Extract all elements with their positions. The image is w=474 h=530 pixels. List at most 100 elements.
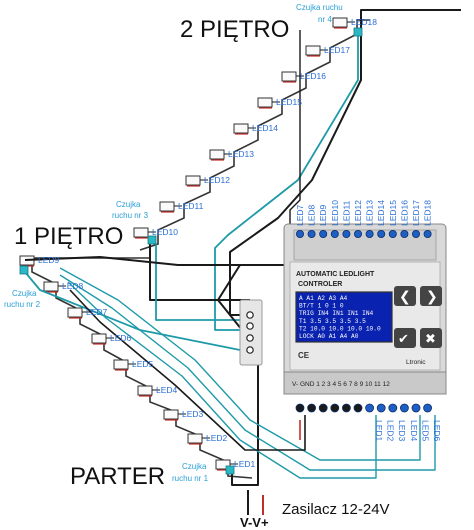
bottom-terminal-screw-7	[365, 403, 375, 413]
top-terminal-label-7: LED13	[365, 200, 375, 226]
led-label-3: LED3	[182, 409, 204, 419]
led-strip-body	[257, 97, 273, 108]
top-terminal-screw-9	[388, 229, 397, 238]
arrow-left-icon: ❮	[399, 289, 411, 305]
led-strip-10	[133, 227, 156, 239]
led-strip-15	[257, 97, 280, 109]
motion-sensors	[19, 27, 363, 475]
bottom-terminal-label-3: LED3	[397, 420, 407, 442]
bottom-terminal-screw-6	[353, 403, 363, 413]
led-strip-body	[159, 201, 175, 212]
sensor-2-icon	[19, 265, 29, 275]
wire-led-bundle-3	[67, 281, 377, 479]
sensor-2-line1: Czujka	[12, 289, 37, 298]
sensor-4-label: Czujka ruchu nr 4	[296, 3, 343, 24]
top-terminal-label-2: LED8	[307, 204, 317, 226]
staircase-upper	[139, 19, 370, 251]
led-label-5: LED5	[132, 359, 154, 369]
wire-top-black	[289, 30, 301, 225]
bottom-terminal-label-1: LED1	[374, 420, 384, 442]
bottom-terminal-label-2: LED2	[386, 420, 396, 442]
top-terminal-label-8: LED14	[376, 200, 386, 226]
top-terminal-screw-8	[377, 229, 386, 238]
arrow-left-button[interactable]: ❮	[394, 286, 416, 306]
wire-led-bundle-1	[59, 267, 421, 461]
led-strip-14	[233, 123, 256, 135]
controller-unit: AUTOMATIC LEDLIGHT CONTROLER A A1 A2 A3 …	[283, 223, 447, 413]
controller-brand: Ltronic	[406, 359, 426, 366]
bottom-terminal-screw-1	[295, 403, 305, 413]
led-strip-11	[159, 201, 182, 213]
sensor-4-icon	[353, 27, 363, 37]
led-strip-body	[281, 71, 297, 82]
bottom-terminal-screw-3	[318, 403, 328, 413]
led-strip-body	[43, 281, 59, 292]
led-label-8: LED8	[62, 281, 84, 291]
top-terminal-screw-5	[342, 229, 351, 238]
arrow-right-button[interactable]: ❯	[420, 286, 442, 306]
top-terminal-screw-11	[411, 229, 420, 238]
led-strip-6	[91, 333, 114, 345]
bottom-terminal-label-5: LED5	[420, 420, 430, 442]
floor-label-ground: PARTER	[70, 463, 165, 490]
led-strip-4	[137, 385, 160, 397]
oled-line-6: LOCK A0 A1 A4 A0	[299, 333, 359, 340]
bottom-terminal-screw-2	[307, 403, 317, 413]
led-strip-body	[91, 333, 107, 344]
staircase-lower	[31, 258, 253, 479]
bottom-terminal-screw-10	[399, 403, 409, 413]
power-supply: V-V+ Zasilacz 12-24V	[240, 501, 390, 530]
led-strip-3	[163, 409, 186, 421]
wire-sensor4-teal	[214, 33, 359, 331]
sensor-1-line2: ruchu nr 1	[172, 474, 209, 483]
floor-label-first: 1 PIĘTRO	[14, 223, 123, 250]
bottom-terminal-screw-4	[330, 403, 340, 413]
top-terminal-label-12: LED18	[423, 200, 433, 226]
led-label-15: LED15	[276, 97, 302, 107]
sensor-3-label: Czujka ruchu nr 3	[112, 200, 149, 220]
top-terminal-label-6: LED12	[353, 200, 363, 226]
bottom-terminal-row	[295, 403, 433, 413]
led-strip-7	[67, 307, 90, 319]
top-terminal-label-4: LED10	[330, 200, 340, 226]
led-strip-17	[305, 45, 328, 57]
confirm-button[interactable]: ✔	[394, 328, 416, 348]
led-strip-body	[332, 17, 348, 28]
bottom-terminal-screw-9	[388, 403, 398, 413]
led-strip-18	[332, 17, 355, 29]
led-label-4: LED4	[156, 385, 178, 395]
led-label-17: LED17	[324, 45, 350, 55]
led-strip-12	[185, 175, 208, 187]
power-supply-label: Zasilacz 12-24V	[282, 501, 390, 518]
wire-led-bundle-2	[59, 274, 436, 471]
wire-sensor3-teal	[155, 244, 250, 321]
led-label-11: LED11	[178, 201, 204, 211]
check-icon: ✔	[398, 332, 409, 347]
led-label-18: LED18	[351, 17, 377, 27]
led-strip-body	[209, 149, 225, 160]
wire-black-bundle	[69, 289, 306, 451]
led-label-14: LED14	[252, 123, 278, 133]
top-terminal-screw-12	[423, 229, 432, 238]
led-strip-body	[67, 307, 83, 318]
led-strip-body	[133, 227, 149, 238]
sensor-4-line1: Czujka ruchu	[296, 3, 343, 12]
top-terminal-screw-3	[319, 229, 328, 238]
led-label-7: LED7	[86, 307, 108, 317]
led-strip-body	[185, 175, 201, 186]
cancel-button[interactable]: ✖	[420, 328, 442, 348]
floor-label-second: 2 PIĘTRO	[180, 16, 289, 43]
oled-line-4: T1 3.5 3.5 3.5 3.5	[299, 318, 366, 325]
top-terminal-screw-7	[365, 229, 374, 238]
top-terminal-screw-1	[295, 229, 304, 238]
led-label-13: LED13	[228, 149, 254, 159]
top-terminal-label-1: LED7	[295, 204, 305, 226]
led-strip-body	[113, 359, 129, 370]
bottom-terminal-screw-5	[341, 403, 351, 413]
top-terminal-label-3: LED9	[318, 204, 328, 226]
wire-sensor4-black	[229, 9, 461, 316]
controller-title-line1: AUTOMATIC LEDLIGHT	[296, 271, 375, 278]
sensor-3-icon	[147, 235, 157, 245]
